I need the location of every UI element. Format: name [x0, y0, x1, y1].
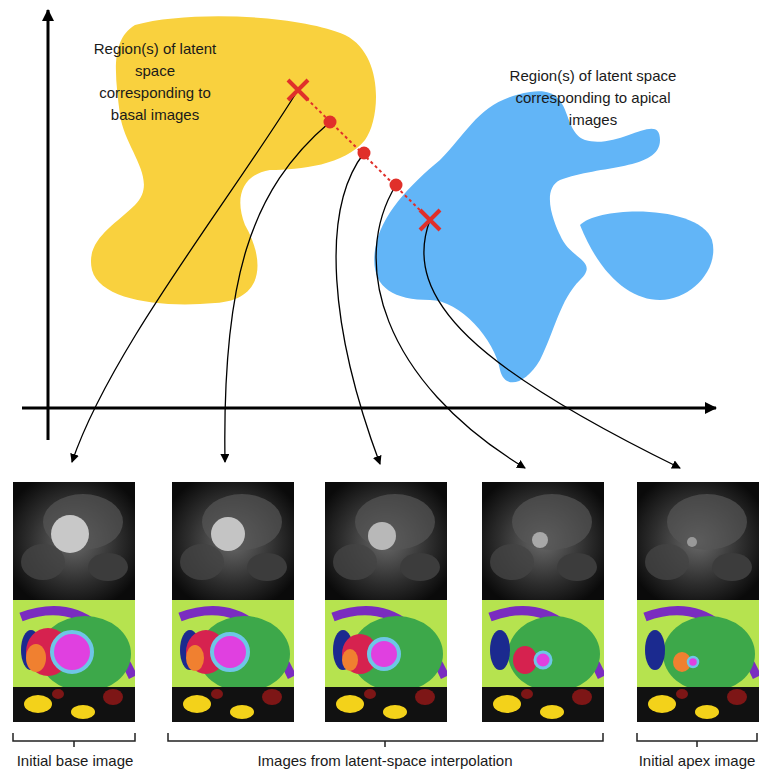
x-axis	[22, 407, 716, 410]
region-shape	[91, 16, 376, 304]
panel-base	[637, 482, 759, 722]
panel-2	[172, 482, 294, 722]
seg-lv	[52, 632, 92, 672]
seg-lv	[212, 634, 248, 670]
mapping-arrow	[72, 90, 298, 462]
panel-4	[482, 482, 604, 722]
panel-base	[172, 482, 294, 722]
seg-rv	[513, 646, 537, 674]
mri-ventricle	[532, 532, 548, 548]
panel-base	[13, 482, 135, 722]
mapping-arrow	[225, 122, 330, 462]
y-axis	[47, 10, 50, 440]
bracket-label: Initial base image	[17, 752, 134, 770]
base-point	[288, 80, 308, 100]
seg-atrium	[186, 645, 204, 671]
bracket	[13, 733, 135, 747]
latent-region: Region(s) of latent space corresponding …	[365, 60, 720, 390]
panel-base	[482, 482, 604, 722]
seg-atrium	[26, 644, 46, 672]
panel-1	[13, 482, 135, 722]
mapping-arrow	[376, 185, 525, 468]
interpolation-line	[298, 90, 430, 220]
region-label: Region(s) of latent space corresponding …	[497, 65, 689, 131]
region-label: Region(s) of latent space corresponding …	[93, 38, 217, 126]
seg-lv	[369, 639, 399, 669]
interp-point	[324, 116, 337, 129]
interp-point	[358, 147, 371, 160]
bracket	[637, 733, 757, 747]
bracket-label: Images from latent-space interpolation	[257, 752, 512, 770]
seg-lv	[688, 657, 698, 667]
region-outline	[80, 15, 380, 310]
panel-base	[325, 482, 447, 722]
interp-point	[390, 179, 403, 192]
mapping-arrow	[336, 153, 380, 464]
region-shape	[580, 211, 713, 300]
mri-ventricle	[211, 517, 245, 551]
seg-atrium	[342, 649, 358, 671]
mri-ventricle	[368, 522, 396, 550]
bracket-label: Initial apex image	[639, 752, 756, 770]
seg-lv	[535, 652, 551, 668]
panel-3	[325, 482, 447, 722]
panel-5	[637, 482, 759, 722]
mri-ventricle	[51, 515, 89, 553]
mri-ventricle	[687, 537, 697, 547]
apex-point	[420, 210, 440, 230]
mapping-arrow	[424, 220, 680, 468]
latent-region: Region(s) of latent space corresponding …	[80, 15, 380, 310]
region-outline	[365, 60, 720, 390]
bracket	[168, 733, 603, 747]
